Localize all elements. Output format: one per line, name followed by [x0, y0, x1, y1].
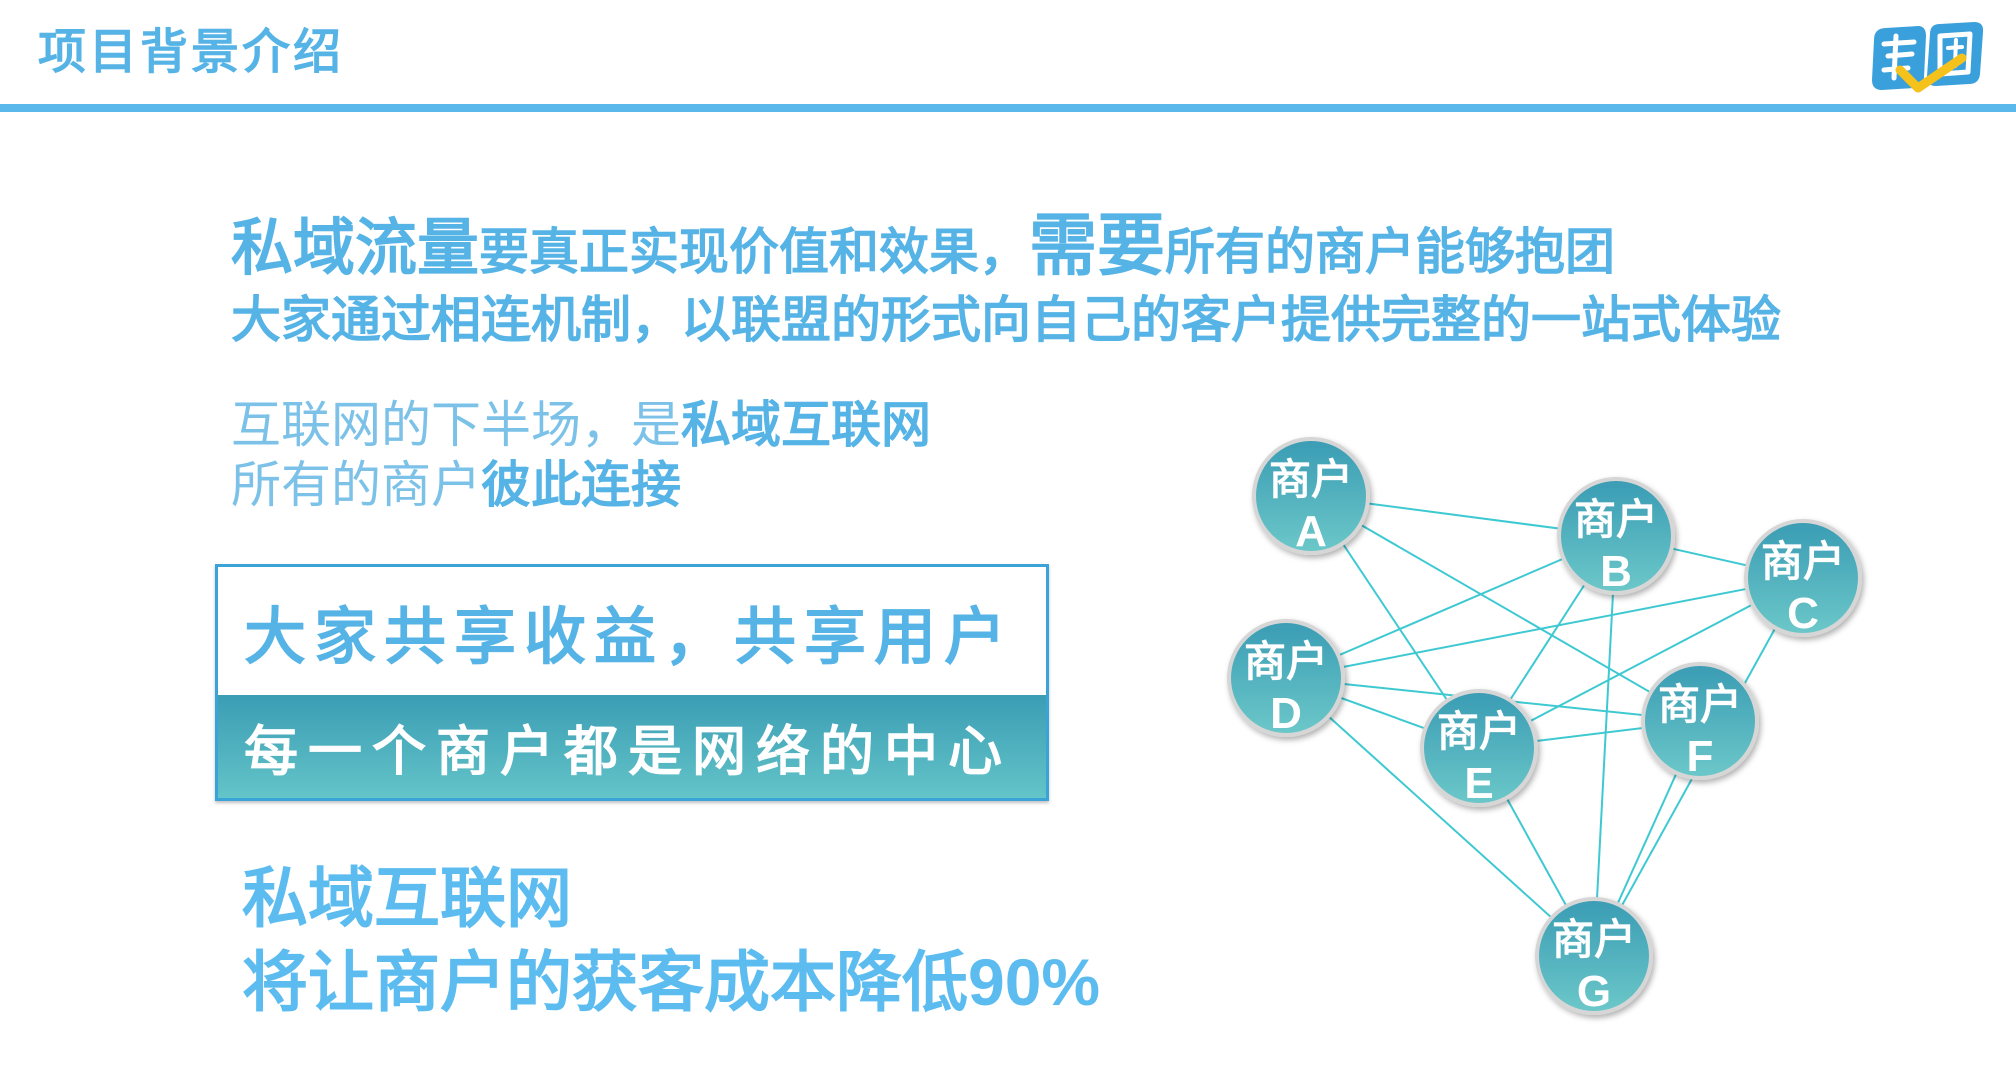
network-edge: [1478, 577, 1804, 749]
intro-emphasis-need: 需要: [1029, 208, 1166, 284]
intro-text-value: 要真正实现价值和效果，: [479, 224, 1030, 280]
network-edge: [1285, 535, 1617, 679]
highlight-box-band: 每一个商户都是网络的中心: [218, 695, 1046, 798]
network-node-f: 商户 F: [1641, 662, 1759, 781]
node-letter: E: [1464, 759, 1493, 808]
node-label: 商户: [1761, 538, 1845, 585]
network-node-c: 商户 C: [1744, 519, 1862, 638]
brand-logo-graphic: [1872, 22, 1984, 93]
network-edge: [1285, 677, 1595, 957]
node-circle: [1420, 689, 1538, 807]
network-node-b: 商户 B: [1557, 477, 1675, 596]
statement-line-2-light: 所有的商户: [231, 457, 481, 513]
intro-line-2: 大家通过相连机制，以联盟的形式向自己的客户提供完整的一站式体验: [231, 292, 1781, 348]
node-circle: [1535, 897, 1653, 1015]
node-circle: [1252, 437, 1370, 555]
node-letter: A: [1295, 507, 1327, 556]
merchant-network-diagram: 商户 A 商户 B 商户 C 商户 D 商户 E 商户 F 商户 G: [1227, 437, 1862, 1016]
statement-line-1-bold: 私域互联网: [681, 397, 931, 453]
highlight-box-headline: 大家共享收益，共享用户: [244, 603, 1015, 672]
node-letter: C: [1787, 589, 1819, 638]
conclusion-line-1: 私域互联网: [242, 861, 572, 935]
conclusion-line-2: 将让商户的获客成本降低90%: [242, 945, 1101, 1019]
node-label: 商户: [1437, 708, 1521, 755]
network-node-e: 商户 E: [1420, 689, 1538, 808]
node-letter: D: [1270, 689, 1302, 738]
node-label: 商户: [1574, 496, 1658, 543]
node-letter: F: [1687, 732, 1714, 781]
statement-line-1: 互联网的下半场，是私域互联网: [231, 395, 931, 455]
statement-line-2: 所有的商户彼此连接: [231, 455, 681, 515]
node-circle: [1744, 519, 1862, 637]
intro-emphasis-private-traffic: 私域流量: [231, 214, 480, 283]
node-letter: B: [1600, 547, 1632, 596]
node-circle: [1227, 619, 1345, 737]
statement-line-1-light: 互联网的下半场，是: [231, 397, 681, 453]
node-circle: [1641, 662, 1759, 780]
network-edge: [1593, 535, 1617, 957]
page-title: 项目背景介绍: [38, 26, 345, 79]
node-label: 商户: [1658, 681, 1742, 728]
highlight-box: 大家共享收益，共享用户 每一个商户都是网络的中心: [215, 564, 1049, 801]
network-edge: [1285, 577, 1804, 679]
statement-line-2-bold: 彼此连接: [481, 457, 681, 513]
node-label: 商户: [1269, 456, 1353, 503]
node-label: 商户: [1244, 638, 1328, 685]
node-letter: G: [1577, 967, 1611, 1016]
network-edge: [1310, 495, 1701, 722]
node-circle: [1557, 477, 1675, 595]
node-label: 商户: [1552, 916, 1636, 963]
header-divider: [0, 104, 2016, 112]
network-node-g: 商户 G: [1535, 897, 1653, 1016]
intro-line-1: 私域流量要真正实现价值和效果，需要所有的商户能够抱团: [231, 206, 1615, 288]
brand-logo-icon: [1866, 18, 1988, 96]
intro-text-merchants: 所有的商户能够抱团: [1165, 224, 1616, 280]
network-node-d: 商户 D: [1227, 619, 1345, 738]
network-node-a: 商户 A: [1252, 437, 1370, 556]
